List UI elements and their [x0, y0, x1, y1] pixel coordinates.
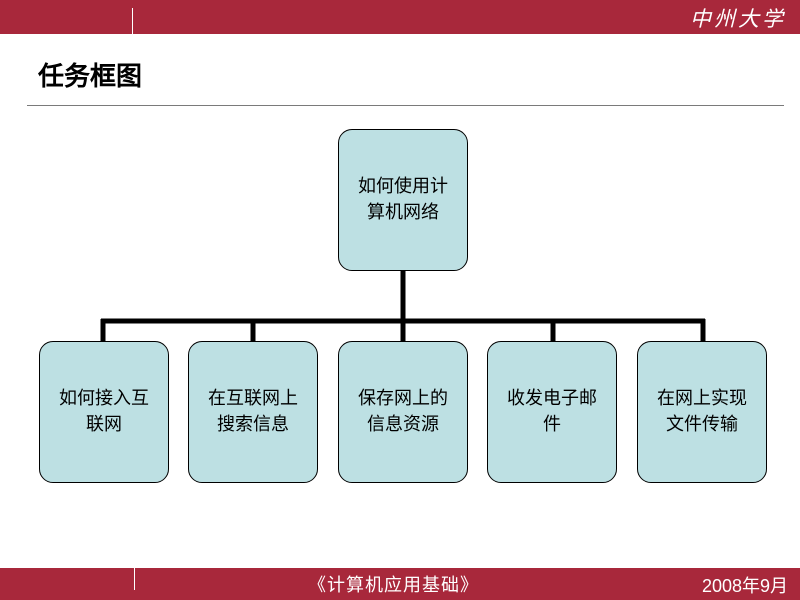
root-node: 如何使用计 算机网络: [338, 129, 468, 271]
child-node-save-resources: 保存网上的 信息资源: [338, 341, 468, 483]
header-bar: 中州大学: [0, 0, 800, 34]
child-node-email: 收发电子邮 件: [487, 341, 617, 483]
footer-date: 2008年9月: [701, 576, 788, 596]
footer-bar: 《计算机应用基础》 2008年9月: [0, 568, 800, 600]
footer-course-title: 《计算机应用基础》: [308, 575, 479, 596]
university-logo: 中州大学: [690, 7, 786, 31]
child-node-connect-internet: 如何接入互 联网: [39, 341, 169, 483]
footer-divider: [134, 568, 135, 590]
slide-title: 任务框图: [38, 62, 143, 92]
child-node-file-transfer: 在网上实现 文件传输: [637, 341, 767, 483]
title-divider: [27, 105, 784, 106]
child-node-search-info: 在互联网上 搜索信息: [188, 341, 318, 483]
header-divider: [132, 8, 133, 34]
